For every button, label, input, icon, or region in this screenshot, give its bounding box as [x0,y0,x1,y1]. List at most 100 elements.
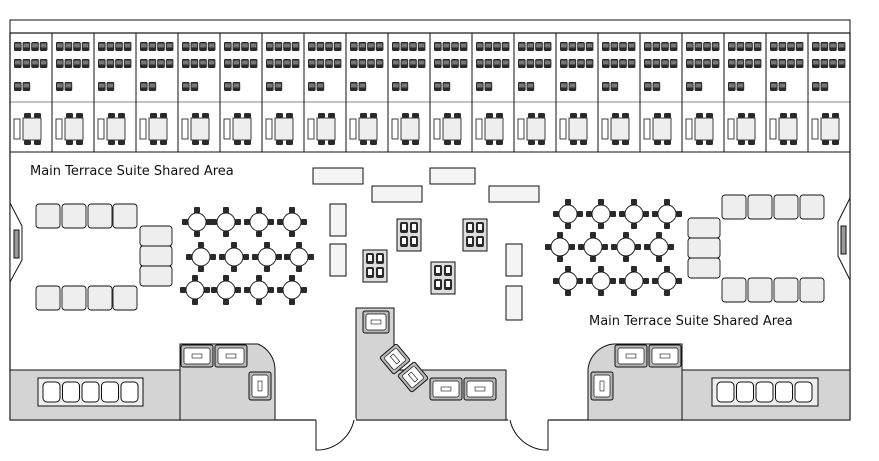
seat-back [737,43,744,48]
seat-back [225,60,231,65]
table-chair [235,287,241,293]
sofa-cushion [61,285,87,311]
table-top [550,237,570,257]
table-chair [256,231,262,237]
suite-chair [76,140,83,145]
suite-chair [538,113,545,118]
suite-chair [108,113,115,118]
high-top-table [462,218,488,252]
table-top [282,280,302,300]
suite-counter [391,118,399,140]
seat-back [729,83,735,88]
seat-back [653,60,660,65]
suite-chair [444,113,451,118]
suite-chair [276,113,283,118]
suite-chair [370,140,377,145]
table-chair [664,290,670,296]
seat-back [435,60,441,65]
round-table [182,207,212,237]
table-top [624,204,644,224]
suite-chair [160,140,167,145]
seat-back [225,43,231,48]
seat-back [275,43,282,48]
high-top-table [362,249,388,283]
suite-dining-table [652,117,672,141]
suite-chair [160,113,167,118]
suite-counter [769,118,777,140]
seat-back [23,60,30,65]
suite-counter [811,118,819,140]
seat-back [359,60,366,65]
seat-back [359,43,366,48]
stool-top [412,224,416,230]
suite-counter [265,118,273,140]
seat-back [670,43,677,48]
seat-back [200,60,206,65]
table-chair [643,278,649,284]
stool-top [478,238,482,244]
suite-dining-table [106,117,126,141]
suite [387,33,430,152]
seat-back [821,60,828,65]
stool-top [446,281,450,287]
suite-dining-table [694,117,714,141]
table-chair [635,244,641,250]
suite-chair [202,140,209,145]
seat-back [838,60,845,65]
table-top [649,237,669,257]
round-table [219,242,249,272]
suite [513,33,556,152]
seat-back [460,43,467,48]
seat-back [225,83,231,88]
table-chair [244,219,250,225]
suite-chair [570,140,577,145]
table-chair [676,278,682,284]
table-chair [194,207,200,213]
stool-top [412,238,416,244]
seat-back [410,60,416,65]
high-top-tables [362,218,488,295]
seat-back [334,43,341,48]
table-chair [557,232,563,238]
seat-back [477,83,483,88]
table-chair [308,254,314,260]
round-table [553,199,583,229]
table-chair [256,299,262,305]
table-chair [231,266,237,272]
round-table [652,266,682,296]
table-chair [656,256,662,262]
table-top [257,247,277,267]
seat-back [712,60,719,65]
seat-back [267,60,273,65]
suite-chair [822,140,829,145]
suite-chair [790,113,797,118]
seat-back [569,43,576,48]
seat-back [645,60,651,65]
seat-back [418,43,425,48]
table-chair [268,287,274,293]
suite [10,42,52,145]
sofa-cushion [139,245,173,267]
seat-back [569,83,576,88]
seat-back [452,60,458,65]
round-table [578,232,608,262]
table-chair [296,242,302,248]
seat-back [368,43,374,48]
suite-chair [612,113,619,118]
table-chair [252,254,258,260]
round-table [284,242,314,272]
table-chair [223,231,229,237]
seat-back [15,60,21,65]
seat-back [233,60,240,65]
suite-dining-table [358,117,378,141]
seat-back [292,43,299,48]
suite-chair [664,140,671,145]
suite-counter [181,118,189,140]
seat-back [401,60,408,65]
table-top [282,212,302,232]
suite [345,33,388,152]
seat-back [494,60,500,65]
lounge-sofa-right [687,194,825,303]
suite-chair [790,140,797,145]
seat-back [771,83,777,88]
